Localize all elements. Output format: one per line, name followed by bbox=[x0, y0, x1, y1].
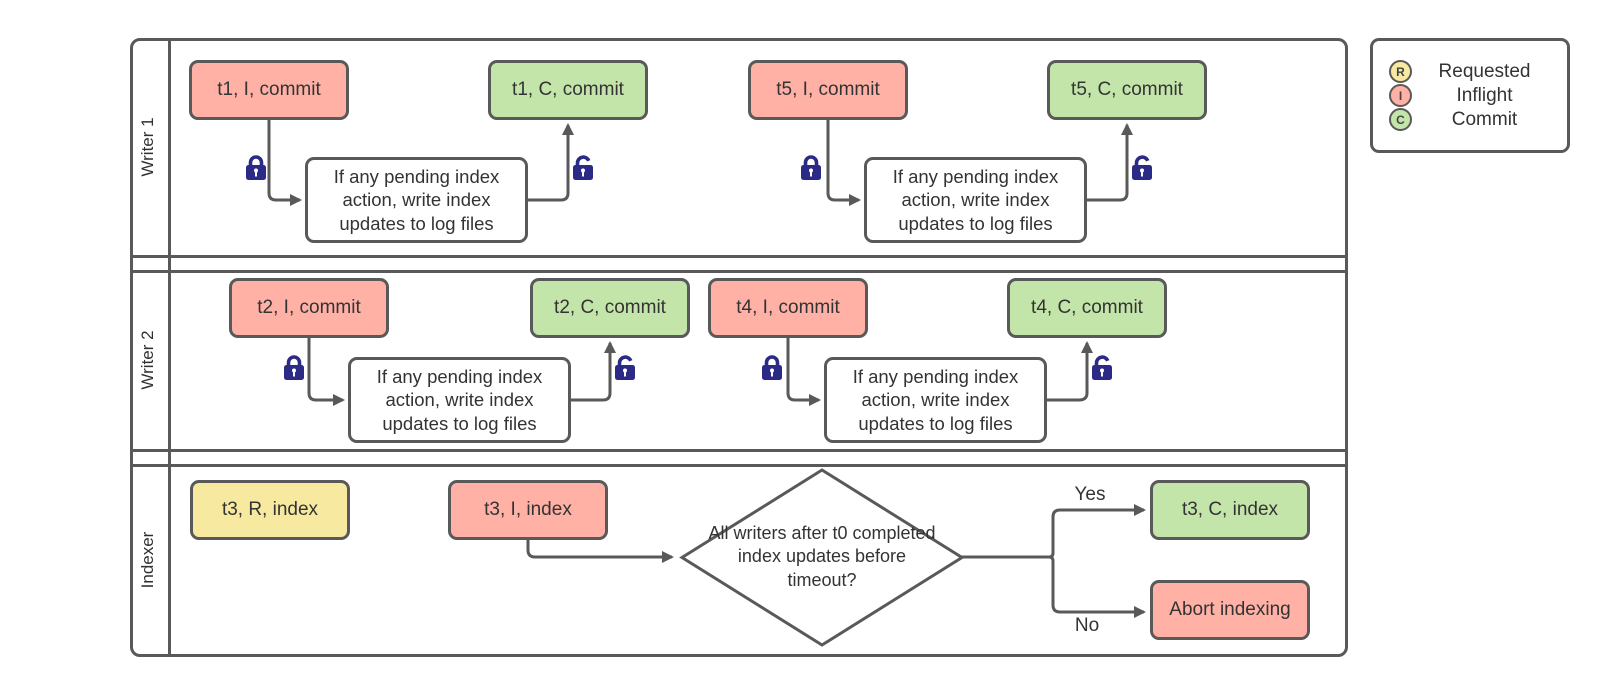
legend-label: Inflight bbox=[1456, 84, 1513, 106]
node-write-index-updates: If any pending index action, write index… bbox=[348, 357, 571, 443]
node-write-index-updates: If any pending index action, write index… bbox=[864, 157, 1087, 243]
node-t4-commit: t4, C, commit bbox=[1007, 278, 1167, 338]
legend-row-commit: C Commit bbox=[1389, 108, 1557, 132]
legend-row-inflight: I Inflight bbox=[1389, 84, 1557, 108]
lane-label-writer2: Writer 2 bbox=[138, 330, 157, 390]
branch-label-yes: Yes bbox=[1074, 484, 1106, 505]
commit-state-icon: C bbox=[1389, 108, 1412, 131]
swimlane-pool bbox=[130, 38, 1348, 657]
node-t1-inflight: t1, I, commit bbox=[189, 60, 349, 120]
node-t4-inflight: t4, I, commit bbox=[708, 278, 868, 338]
node-t5-inflight: t5, I, commit bbox=[748, 60, 908, 120]
node-t3-commit: t3, C, index bbox=[1150, 480, 1310, 540]
lane-label-writer1: Writer 1 bbox=[138, 117, 157, 177]
node-write-index-updates: If any pending index action, write index… bbox=[305, 157, 528, 243]
requested-state-icon: R bbox=[1389, 60, 1412, 83]
node-t2-commit: t2, C, commit bbox=[530, 278, 690, 338]
node-abort-indexing: Abort indexing bbox=[1150, 580, 1310, 640]
node-t2-inflight: t2, I, commit bbox=[229, 278, 389, 338]
legend-label: Requested bbox=[1438, 60, 1531, 82]
node-t3-inflight: t3, I, index bbox=[448, 480, 608, 540]
node-t3-requested: t3, R, index bbox=[190, 480, 350, 540]
branch-label-no: No bbox=[1074, 615, 1100, 636]
node-t1-commit: t1, C, commit bbox=[488, 60, 648, 120]
lane-label-indexer: Indexer bbox=[138, 531, 157, 589]
inflight-state-icon: I bbox=[1389, 84, 1412, 107]
node-t5-commit: t5, C, commit bbox=[1047, 60, 1207, 120]
legend-row-requested: R Requested bbox=[1389, 60, 1557, 84]
lane-label-separator bbox=[168, 38, 171, 657]
decision-text: All writers after t0 completed index upd… bbox=[708, 522, 936, 590]
lane-divider bbox=[130, 255, 1348, 258]
lane-divider bbox=[130, 270, 1348, 273]
lane-divider bbox=[130, 449, 1348, 452]
legend-label: Commit bbox=[1451, 108, 1518, 130]
node-write-index-updates: If any pending index action, write index… bbox=[824, 357, 1047, 443]
legend: R Requested I Inflight C Commit bbox=[1370, 38, 1570, 153]
lane-divider bbox=[130, 464, 1348, 467]
